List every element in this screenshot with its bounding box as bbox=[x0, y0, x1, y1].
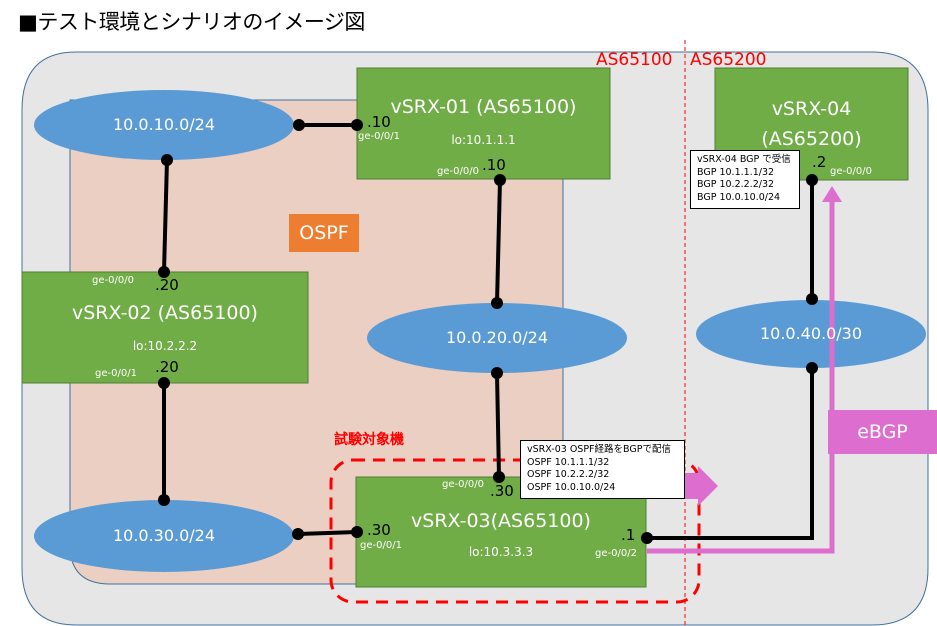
port-dot bbox=[351, 119, 363, 131]
target-device-box bbox=[329, 458, 701, 604]
port-dot bbox=[806, 174, 818, 186]
callout-line: vSRX-03 OSPF経路をBGPで配信 bbox=[527, 444, 671, 455]
vsrx02-ge001-port: ge-0/0/1 bbox=[95, 368, 137, 379]
port-dot bbox=[806, 293, 818, 305]
network-10-0-20-0-label: 10.0.20.0/24 bbox=[445, 328, 549, 347]
ebgp-tag-bg bbox=[828, 410, 937, 454]
ebgp-tag: eBGP bbox=[857, 421, 908, 443]
network-10-0-10-0-label: 10.0.10.0/24 bbox=[112, 115, 216, 134]
port-dot bbox=[351, 526, 363, 538]
callout-line: OSPF 10.1.1.1/32 bbox=[527, 456, 610, 468]
vsrx01-ge000-ip: .10 bbox=[482, 156, 506, 174]
router-vsrx02-loopback: lo:10.2.2.2 bbox=[132, 339, 198, 353]
port-dot bbox=[493, 471, 505, 483]
callout-line: vSRX-04 BGP で受信 bbox=[697, 154, 791, 165]
vsrx04-ge000-ip: .2 bbox=[812, 153, 827, 171]
ospf-tag: OSPF bbox=[299, 222, 349, 244]
port-dot bbox=[806, 362, 818, 374]
vsrx03-ge002-port: ge-0/0/2 bbox=[595, 548, 637, 559]
vsrx02-ge001-ip: .20 bbox=[155, 358, 179, 376]
callout-vsrx03-advertise: vSRX-03 OSPF経路をBGPで配信 OSPF 10.1.1.1/32 O… bbox=[520, 440, 685, 499]
ebgp-arrow-head bbox=[822, 186, 842, 202]
router-vsrx04-as: (AS65200) bbox=[761, 128, 862, 150]
link-vsrx03-net40 bbox=[647, 368, 814, 540]
router-vsrx02 bbox=[21, 271, 309, 384]
network-10-0-40-0-label: 10.0.40.0/30 bbox=[759, 324, 863, 343]
network-10-0-30-0 bbox=[34, 500, 294, 572]
callout-line: BGP 10.2.2.2/32 bbox=[697, 179, 775, 190]
vsrx02-ge000-port: ge-0/0/0 bbox=[92, 275, 134, 286]
link-vsrx01-net20 bbox=[495, 179, 502, 304]
vsrx03-ge002-ip: .1 bbox=[621, 526, 636, 544]
as-label-65100: AS65100 bbox=[596, 50, 673, 70]
link-net10-vsrx02 bbox=[162, 159, 169, 273]
port-dot bbox=[491, 367, 503, 379]
ospf-tag-bg bbox=[289, 214, 359, 252]
port-dot bbox=[158, 494, 170, 506]
vsrx04-ge000-port: ge-0/0/0 bbox=[830, 166, 872, 177]
router-vsrx02-name: vSRX-02 (AS65100) bbox=[72, 302, 258, 324]
vsrx03-ge001-port: ge-0/0/1 bbox=[360, 540, 402, 551]
link-net30-vsrx03 bbox=[297, 530, 358, 536]
network-10-0-20-0 bbox=[367, 303, 627, 373]
target-device-label: 試験対象機 bbox=[334, 432, 404, 448]
network-10-0-10-0 bbox=[34, 90, 294, 160]
port-dot bbox=[158, 266, 170, 278]
as-label-65200: AS65200 bbox=[690, 50, 767, 70]
port-dot bbox=[158, 377, 170, 389]
callout-line: BGP 10.0.10.0/24 bbox=[697, 191, 781, 203]
vsrx03-ge000-port: ge-0/0/0 bbox=[442, 479, 484, 490]
vsrx03-ge001-ip: .30 bbox=[367, 521, 391, 539]
port-dot bbox=[641, 532, 653, 544]
port-dot bbox=[292, 528, 304, 540]
ebgp-path bbox=[647, 200, 835, 554]
link-net20-vsrx03 bbox=[495, 372, 501, 478]
vsrx01-ge000-port: ge-0/0/0 bbox=[437, 166, 479, 177]
router-vsrx03-loopback: lo:10.3.3.3 bbox=[468, 545, 534, 559]
callout-line: OSPF 10.2.2.2/32 bbox=[527, 469, 610, 480]
port-dot bbox=[161, 154, 173, 166]
network-10-0-40-0 bbox=[696, 300, 926, 368]
callout-line: OSPF 10.0.10.0/24 bbox=[527, 481, 616, 493]
callout-line: BGP 10.1.1.1/32 bbox=[697, 166, 775, 178]
router-vsrx03-name: vSRX-03(AS65100) bbox=[411, 510, 591, 532]
network-10-0-30-0-label: 10.0.30.0/24 bbox=[112, 526, 216, 545]
router-vsrx01-loopback: lo:10.1.1.1 bbox=[451, 133, 516, 147]
vsrx01-ge001-port: ge-0/0/1 bbox=[358, 131, 400, 142]
port-dot bbox=[491, 297, 503, 309]
callout-vsrx04-receive: vSRX-04 BGP で受信 BGP 10.1.1.1/32 BGP 10.2… bbox=[690, 150, 800, 209]
vsrx01-ge001-ip: .10 bbox=[367, 113, 391, 131]
vsrx02-ge000-ip: .20 bbox=[155, 276, 179, 294]
port-dot bbox=[494, 174, 506, 186]
router-vsrx01 bbox=[356, 67, 611, 180]
vsrx03-ge000-ip: .30 bbox=[490, 482, 514, 500]
router-vsrx01-name: vSRX-01 (AS65100) bbox=[390, 96, 577, 118]
port-dot bbox=[293, 119, 305, 131]
router-vsrx04-name: vSRX-04 bbox=[771, 98, 852, 120]
diagram-title: ■テスト環境とシナリオのイメージ図 bbox=[18, 10, 365, 34]
